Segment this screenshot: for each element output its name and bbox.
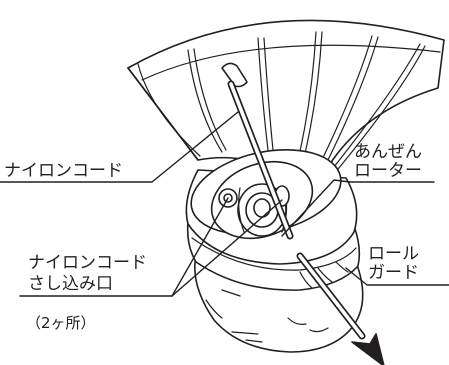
- cord-insertion-label-line2: さし込み口: [28, 274, 113, 294]
- nylon-cord-label: ナイロンコード: [4, 161, 123, 181]
- fan-guard: [127, 19, 445, 191]
- roll-guard-label-line2: ガード: [368, 263, 419, 283]
- two-places-note: （2ヶ所）: [26, 314, 96, 332]
- safety-rotor-label-line2: ローター: [354, 161, 422, 181]
- leader-lines: [0, 111, 449, 297]
- cord-insertion-label-line1: ナイロンコード: [28, 253, 147, 273]
- trimmer-head-body: [185, 149, 364, 353]
- arrow-icon: [351, 333, 385, 365]
- safety-rotor-label-line1: あんぜん: [354, 142, 422, 162]
- nylon-cord: [221, 62, 366, 340]
- roll-guard-label-line1: ロール: [368, 244, 419, 264]
